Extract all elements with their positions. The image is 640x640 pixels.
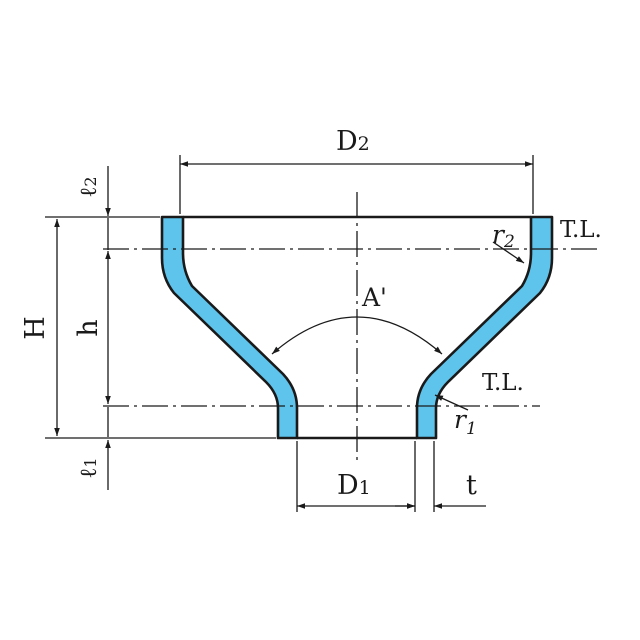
h-total-label: H xyxy=(20,316,51,340)
r2-label: r2 xyxy=(492,220,515,252)
angle-label: A' xyxy=(361,283,387,312)
tl-top-label: T.L. xyxy=(560,217,602,243)
h-cone-label: h xyxy=(73,319,104,336)
l1-label: ℓ1 xyxy=(76,457,102,478)
right-wall xyxy=(415,215,554,440)
dimension-lines xyxy=(54,161,533,509)
r1-leader xyxy=(434,394,469,411)
extension-lines xyxy=(45,155,534,512)
d1-label: D1 xyxy=(337,470,371,501)
thickness-label: t xyxy=(466,470,477,501)
angle-arc xyxy=(271,316,443,355)
tl-bottom-label: T.L. xyxy=(482,370,524,396)
left-wall xyxy=(160,215,299,440)
l2-label: ℓ2 xyxy=(76,176,102,197)
r2-leader xyxy=(492,241,525,264)
r1-label: r1 xyxy=(454,405,477,439)
center-lines xyxy=(103,192,600,462)
d2-label: D2 xyxy=(336,126,370,157)
labels: D2 H h ℓ2 ℓ1 A' T.L. T.L. r2 r1 D1 t xyxy=(20,126,602,501)
